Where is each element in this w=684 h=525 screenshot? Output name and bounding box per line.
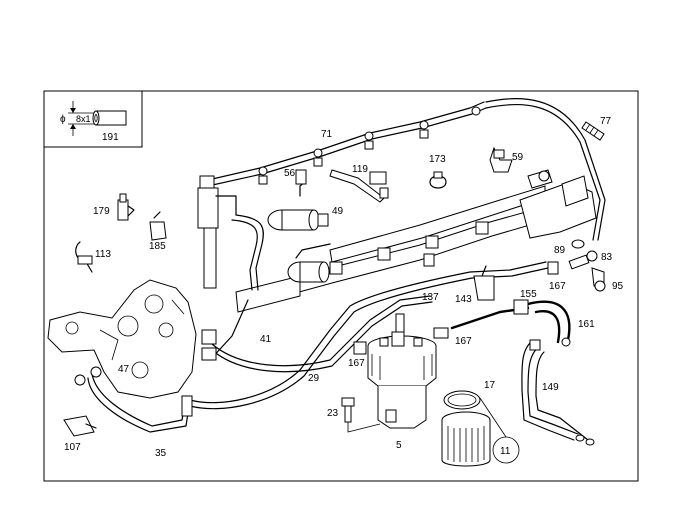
screw-77 [581,121,605,141]
callout-113: 113 [95,249,111,260]
callout-56: 56 [284,168,296,179]
callout-59: 59 [512,152,524,163]
callout-89: 89 [554,245,566,256]
callout-71: 71 [321,129,333,140]
clip-59 [489,146,513,173]
callout-83: 83 [601,252,613,263]
callout-167-right: 167 [549,281,566,292]
bolt-23 [341,397,381,433]
clip-185 [149,211,167,241]
bracket-119 [329,169,389,203]
callout-11: 11 [500,446,511,457]
fuel-filter-housing-5 [353,313,449,429]
dimension-value: 8x1 [76,114,91,124]
callout-49: 49 [332,206,344,217]
callout-143: 143 [455,294,472,305]
fuel-rail-left-assembly [197,98,606,289]
fuel-lines [74,214,549,433]
callout-155: 155 [520,289,537,300]
dimension-prefix: ϕ [60,114,66,125]
legend-part-number: 191 [102,132,119,143]
clip-113 [75,241,93,273]
callout-35: 35 [155,448,167,459]
callout-179: 179 [93,206,110,217]
callout-17: 17 [484,380,496,391]
sensor-107 [63,415,97,437]
clamp-173 [429,171,447,189]
pressure-valve-lower [287,243,331,283]
callout-137: 137 [422,292,439,303]
callout-119: 119 [352,164,368,175]
callout-161: 161 [578,319,595,330]
callout-5: 5 [396,440,402,451]
tube-spec-legend: ϕ 8x1 191 [43,90,143,148]
callout-167-left: 167 [348,358,365,369]
callout-185: 185 [149,241,166,252]
callout-95: 95 [612,281,624,292]
fitting-89-83-95 [547,239,606,292]
pressure-valve-49 [267,169,329,231]
callout-labels: 71 77 119 173 59 56 49 179 185 113 89 83… [64,116,624,459]
pipe-149 [521,339,595,446]
callout-149: 149 [542,382,559,393]
callout-107: 107 [64,442,81,453]
high-pressure-pump-47 [47,279,197,399]
fitting-179 [117,193,135,221]
hose-161 [450,299,571,347]
filter-element-11 [441,390,520,467]
callout-173: 173 [429,154,446,165]
clamp-143 [473,265,495,301]
callout-23: 23 [327,408,339,419]
common-rail [235,169,597,313]
callout-29: 29 [308,373,320,384]
diagram-border [43,90,639,482]
callout-77: 77 [600,116,612,127]
callout-41: 41 [260,334,272,345]
callout-47: 47 [118,364,130,375]
callout-167-mid: 167 [455,336,472,347]
